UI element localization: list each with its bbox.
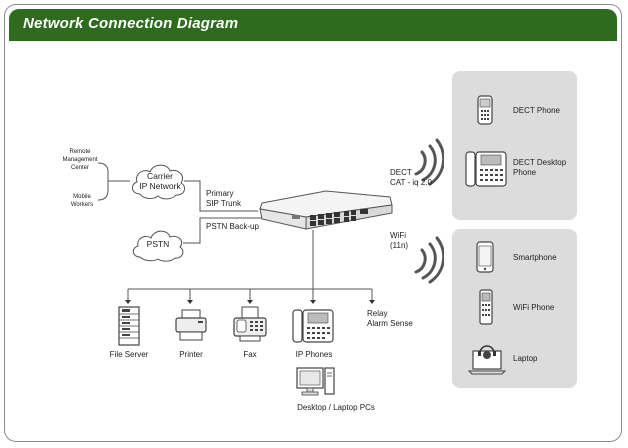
dect-device-panel <box>452 71 577 220</box>
wifi-line-1: WiFi <box>390 231 406 240</box>
wifi-line-2: (11n) <box>390 241 409 250</box>
ip-phones-label: IP Phones <box>295 350 333 359</box>
sip-line-2: SIP Trunk <box>206 199 241 208</box>
mobile-workers-label: Mobile Workers <box>64 193 100 209</box>
dect-phone-icon <box>477 95 493 125</box>
fax-icon <box>233 306 267 342</box>
dect-desktop-line-2: Phone <box>513 168 537 177</box>
relay-line-1: Relay <box>367 309 388 318</box>
remote-line-3: Center <box>70 165 89 171</box>
pstn-backup-label: PSTN Back-up <box>206 222 259 231</box>
dect-desktop-phone-label: DECT Desktop Phone <box>513 158 566 178</box>
file-server-icon <box>118 306 140 346</box>
dect-phone-label: DECT Phone <box>513 106 560 115</box>
gateway-router-icon <box>259 190 393 230</box>
dect-standard-label: DECT CAT - iq 2.0 <box>390 168 432 188</box>
page-title: Network Connection Diagram <box>23 15 239 32</box>
wifi-standard-label: WiFi (11n) <box>390 231 408 251</box>
laptop-label: Laptop <box>513 354 538 363</box>
header-bar: Network Connection Diagram <box>9 9 617 41</box>
carrier-line-1: Carrier <box>147 171 173 181</box>
ip-phone-icon <box>292 309 334 343</box>
primary-sip-label: Primary SIP Trunk <box>206 189 241 209</box>
pstn-cloud-icon <box>132 230 184 262</box>
laptop-icon <box>468 345 506 375</box>
smartphone-label: Smartphone <box>513 253 557 262</box>
desktop-pc-icon <box>296 367 335 396</box>
dect-desktop-phone-icon <box>465 151 507 187</box>
dect-line-1: DECT <box>390 168 412 177</box>
remote-line-1: Remote <box>69 149 91 155</box>
wifi-wireless-icon <box>414 236 444 284</box>
mobile-line-1: Mobile <box>73 194 91 200</box>
file-server-label: File Server <box>109 350 149 359</box>
smartphone-icon <box>476 241 494 273</box>
carrier-cloud-label: Carrier IP Network <box>136 171 184 191</box>
carrier-line-2: IP Network <box>139 181 181 191</box>
printer-label: Printer <box>179 350 203 359</box>
dect-line-2: CAT - iq 2.0 <box>390 178 432 187</box>
fax-label: Fax <box>243 350 257 359</box>
remote-management-label: Remote Management Center <box>58 148 102 172</box>
carrier-cloud-icon <box>132 164 186 200</box>
pstn-cloud-label: PSTN <box>146 239 170 249</box>
remote-line-2: Management <box>62 157 98 163</box>
dect-desktop-line-1: DECT Desktop <box>513 158 567 167</box>
wifi-phone-icon <box>479 289 493 325</box>
relay-alarm-label: Relay Alarm Sense <box>367 309 413 329</box>
sip-line-1: Primary <box>206 189 234 198</box>
desktop-pcs-label: Desktop / Laptop PCs <box>297 403 375 412</box>
dect-wireless-icon <box>414 138 444 186</box>
relay-line-2: Alarm Sense <box>367 319 413 328</box>
mobile-line-2: Workers <box>70 202 94 208</box>
printer-icon <box>175 309 207 341</box>
wifi-phone-label: WiFi Phone <box>513 303 555 312</box>
